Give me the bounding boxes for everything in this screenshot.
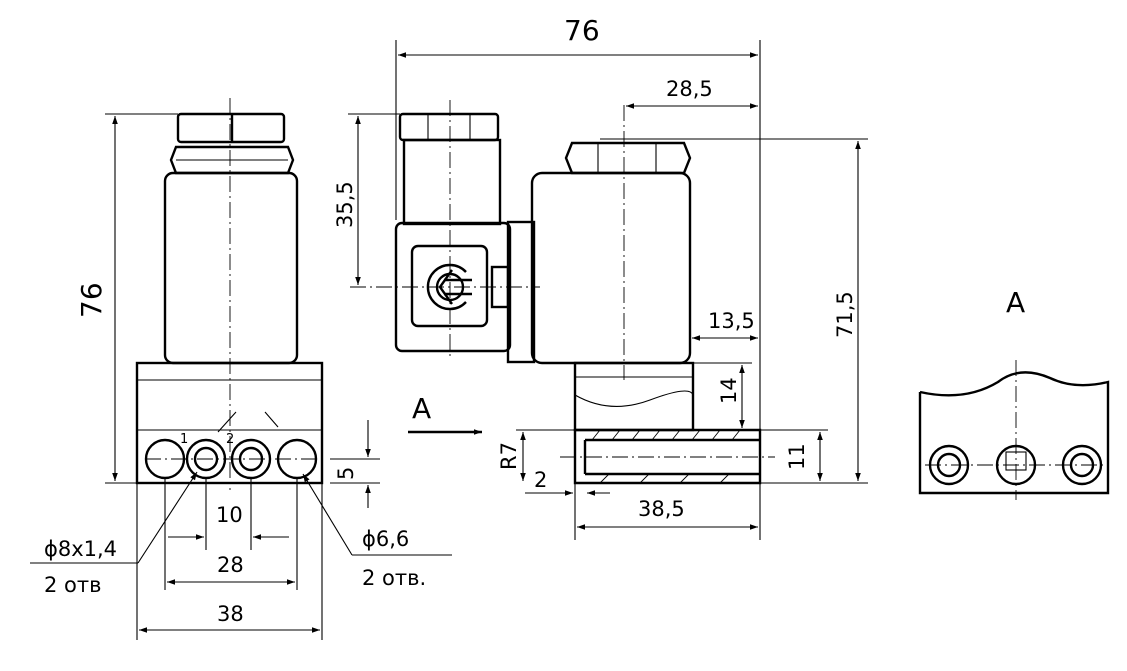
view-a: A [918, 286, 1110, 500]
label-thread: R7 [497, 442, 521, 470]
callout-tube-count: 2 отв [44, 573, 102, 597]
connector-top [398, 112, 500, 142]
label-connector-height: 35,5 [333, 181, 357, 228]
callout-tube-size: ϕ8x1,4 [44, 537, 117, 561]
view-a-title: A [1006, 286, 1025, 319]
front-coil-body [163, 171, 299, 365]
port-number-2: 2 [226, 432, 234, 447]
port-number-1: 1 [180, 432, 188, 447]
connector-symbol-box [410, 244, 489, 328]
front-dimensions: 76 5 10 28 38 ϕ8x1,4 2 отв ϕ6,6 2 отв. [30, 113, 452, 640]
side-coil-body [530, 171, 692, 365]
label-overall-width: 76 [564, 14, 600, 47]
leader-hole-size [302, 473, 353, 556]
view-arrow-label: A [412, 392, 431, 425]
callout-hole-count: 2 отв. [362, 566, 426, 590]
label-connector-offset: 28,5 [666, 77, 713, 101]
side-dimensions: 76 28,5 35,5 71,5 13,5 14 11 R7 2 38,5 A [333, 14, 868, 540]
front-base-block [135, 361, 324, 485]
label-port-height: 11 [785, 443, 809, 470]
label-hole-offset: 5 [334, 467, 358, 480]
label-body-height: 71,5 [833, 291, 857, 338]
front-view: 1 2 [135, 98, 324, 490]
label-base-step: 14 [717, 377, 741, 404]
side-armature [573, 361, 695, 432]
label-outer-pitch: 28 [217, 553, 244, 577]
leader-tube-size [137, 471, 198, 564]
connector-neck [402, 138, 502, 226]
label-base-width: 38 [217, 602, 244, 626]
callout-hole-size: ϕ6,6 [362, 527, 409, 551]
label-wall: 2 [534, 468, 547, 492]
label-overall-height: 76 [75, 282, 108, 318]
side-nut [564, 141, 692, 175]
side-view [350, 100, 775, 485]
port-section [560, 390, 775, 485]
label-port-length: 38,5 [638, 497, 685, 521]
view-a-outline [918, 371, 1110, 495]
label-coil-inset: 13,5 [708, 309, 755, 333]
label-hole-pitch: 10 [216, 503, 243, 527]
